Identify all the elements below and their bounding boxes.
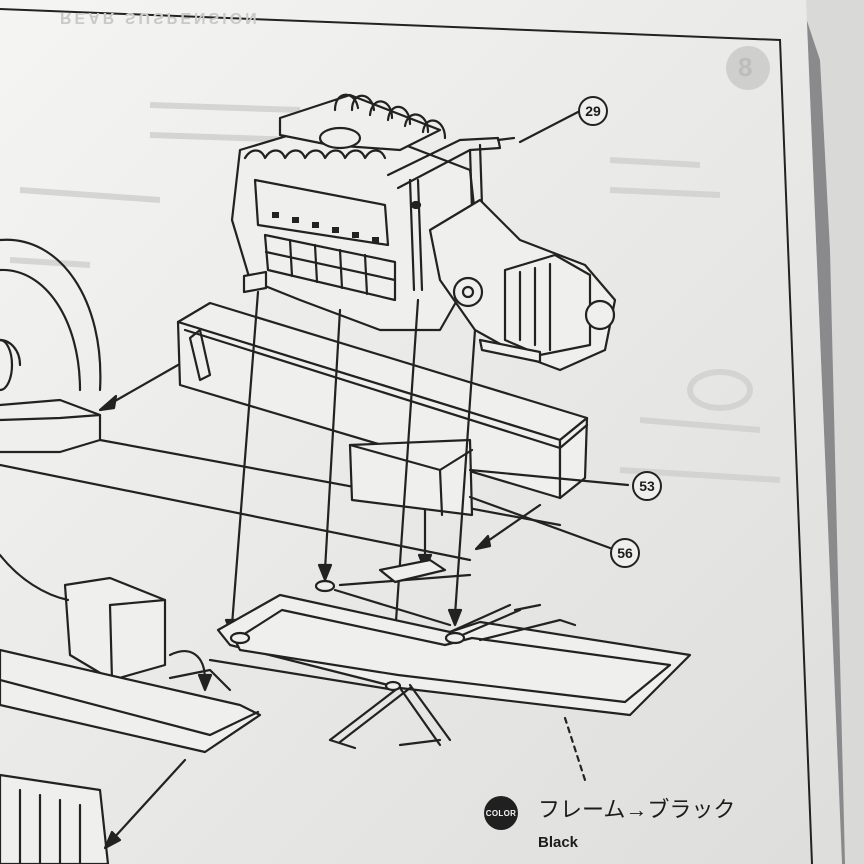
step-badge-ghost — [726, 46, 770, 90]
next-page-sheet — [800, 0, 864, 864]
callout-part-56: 56 — [610, 538, 640, 568]
wheel-drawing — [0, 238, 102, 392]
bleed-through-heading: REAR SUSPENSION — [60, 9, 260, 26]
roll-bar-part — [386, 136, 516, 292]
page-border — [0, 8, 813, 864]
color-note-japanese: フレーム→ブラック — [538, 797, 736, 822]
color-badge-icon: COLOR — [484, 796, 518, 830]
chassis-frame-part — [208, 558, 692, 750]
engine-part — [230, 93, 482, 332]
gearbox-part — [428, 198, 617, 372]
callout-part-53: 53 — [632, 471, 662, 501]
color-note-english: Black — [538, 834, 579, 851]
callout-part-29: 29 — [578, 96, 608, 126]
bleed-through-step-number: 8 — [738, 52, 753, 82]
